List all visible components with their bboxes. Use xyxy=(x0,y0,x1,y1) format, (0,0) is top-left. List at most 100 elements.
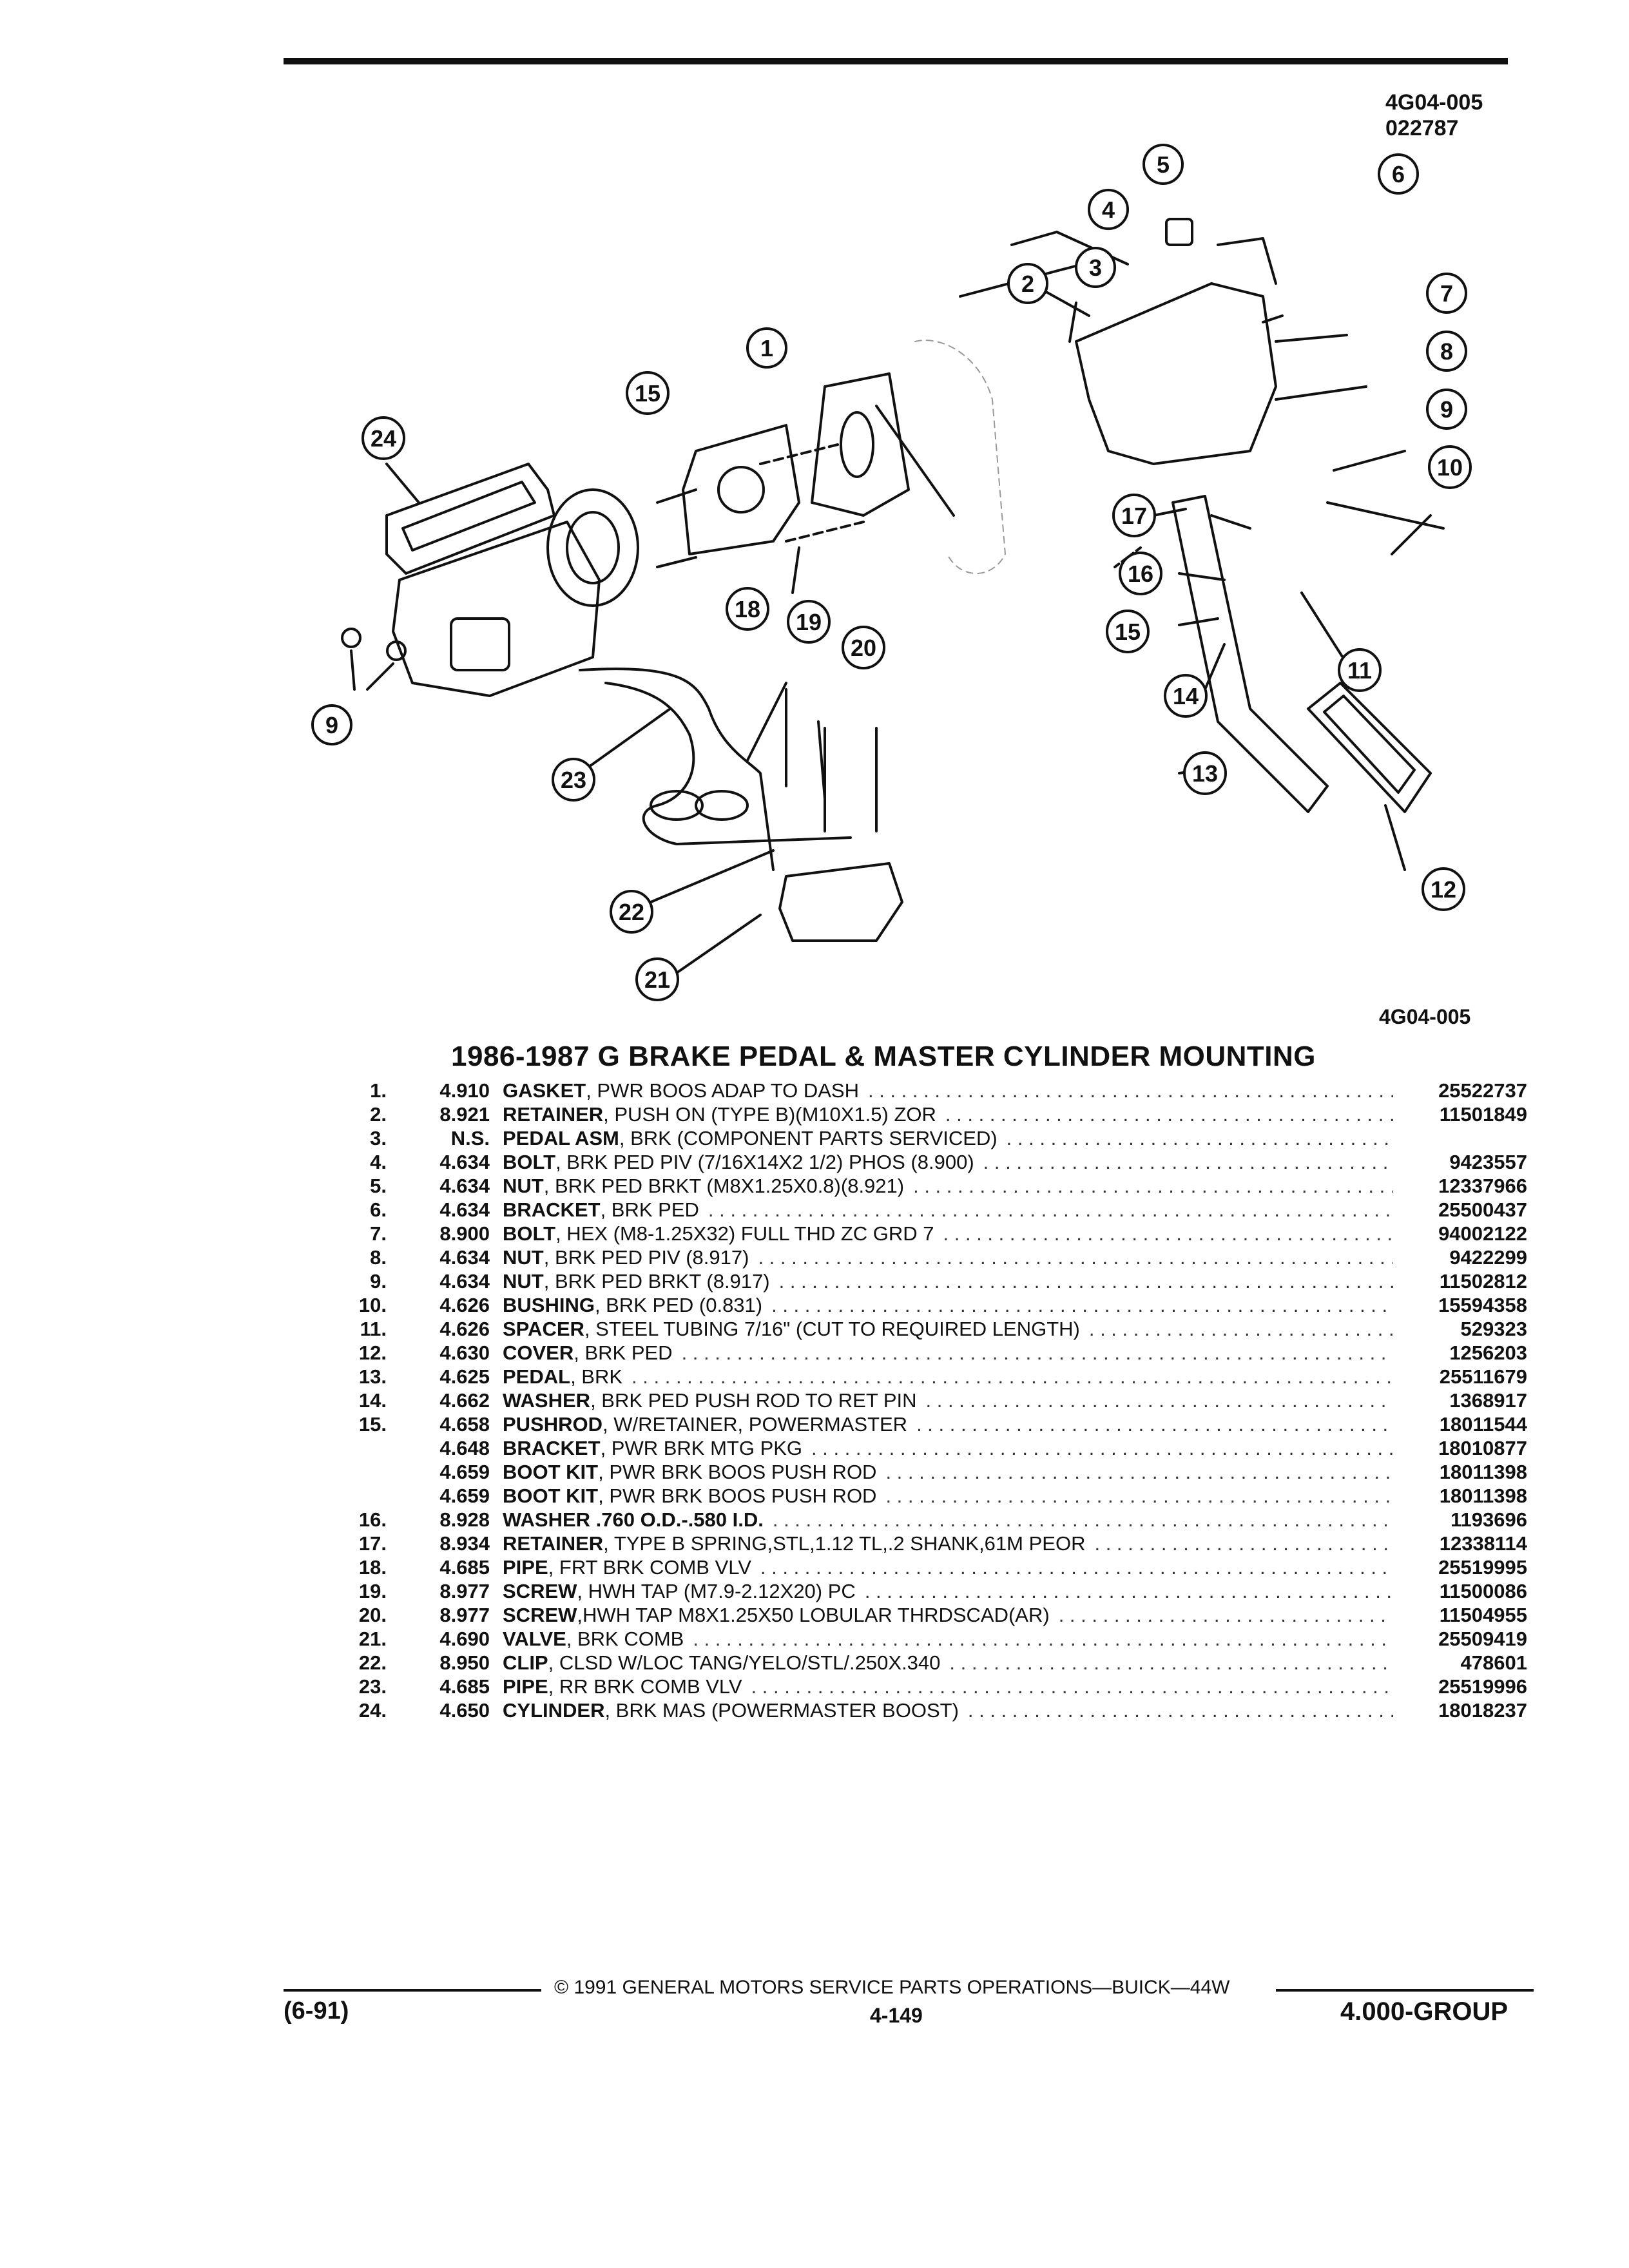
part-description: BUSHING, BRK PED (0.831) xyxy=(503,1294,1398,1317)
callout-label: 19 xyxy=(796,609,822,635)
part-number: 11501849 xyxy=(1439,1103,1527,1126)
item-number: 15. xyxy=(358,1413,387,1436)
part-name: BRACKET xyxy=(503,1437,601,1459)
dot-leader xyxy=(682,1341,1393,1365)
item-number: 17. xyxy=(358,1532,387,1555)
callout-19: 19 xyxy=(787,600,831,644)
callout-label: 14 xyxy=(1173,683,1199,709)
part-description: BRACKET, BRK PED xyxy=(503,1198,1398,1222)
part-detail: , RR BRK COMB VLV xyxy=(548,1675,742,1698)
callout-label: 16 xyxy=(1128,561,1153,587)
parts-row: 5. 4.634 NUT, BRK PED BRKT (M8X1.25X0.8)(8… xyxy=(348,1175,1527,1198)
dot-leader xyxy=(1007,1127,1393,1150)
dot-leader xyxy=(751,1675,1393,1698)
part-description: PEDAL, BRK xyxy=(503,1365,1398,1389)
part-number: 478601 xyxy=(1460,1651,1527,1674)
master-cylinder-body xyxy=(392,521,601,697)
callout-10: 10 xyxy=(1428,445,1472,489)
group-code: 4.659 xyxy=(439,1485,490,1507)
group-code: 4.634 xyxy=(439,1151,490,1173)
part-name: RETAINER xyxy=(503,1103,604,1126)
exploded-diagram: 1 2 3 4 5 6 7 8 9 10 11 12 13 14 15 16 1… xyxy=(311,144,1472,1001)
callout-17: 17 xyxy=(1112,494,1156,537)
rear-brake-pipe xyxy=(604,682,852,845)
part-description: CLIP, CLSD W/LOC TANG/YELO/STL/.250X.340 xyxy=(503,1651,1398,1675)
part-name: PEDAL ASM xyxy=(503,1127,619,1149)
part-detail: , BRK PED BRKT (M8X1.25X0.8)(8.921) xyxy=(543,1175,905,1197)
callout-11: 11 xyxy=(1338,648,1382,692)
callout-label: 3 xyxy=(1089,255,1102,281)
reservoir xyxy=(385,463,555,575)
part-description: WASHER .760 O.D.-.580 I.D. xyxy=(503,1508,1398,1532)
item-number: 5. xyxy=(370,1175,387,1197)
item-number: 18. xyxy=(358,1556,387,1579)
item-number: 6. xyxy=(370,1198,387,1221)
part-description: BOLT, BRK PED PIV (7/16X14X2 1/2) PHOS (… xyxy=(503,1151,1398,1174)
group-code: 4.626 xyxy=(439,1318,490,1340)
pedal-cover xyxy=(1307,682,1432,813)
dot-leader xyxy=(760,1556,1393,1579)
dot-leader xyxy=(1059,1604,1393,1627)
part-number: 1193696 xyxy=(1451,1508,1527,1531)
group-code: 4.625 xyxy=(439,1365,490,1388)
item-number: 11. xyxy=(360,1318,387,1340)
part-detail: , BRK MAS (POWERMASTER BOOST) xyxy=(604,1699,959,1722)
callout-20: 20 xyxy=(842,626,885,669)
callout-label: 20 xyxy=(851,635,876,661)
part-description: SCREW,HWH TAP M8X1.25X50 LOBULAR THRDSCA… xyxy=(503,1604,1398,1627)
dot-leader xyxy=(913,1175,1393,1198)
dot-leader xyxy=(865,1580,1393,1603)
dot-leader xyxy=(758,1246,1393,1269)
callout-label: 10 xyxy=(1437,454,1463,481)
callout-23: 23 xyxy=(552,758,595,802)
group-code: 4.659 xyxy=(439,1461,490,1483)
part-name: CYLINDER xyxy=(503,1699,605,1722)
callout-3: 3 xyxy=(1075,247,1116,288)
part-number: 18018237 xyxy=(1438,1699,1527,1722)
callout-14: 14 xyxy=(1164,674,1208,718)
item-number: 2. xyxy=(370,1103,387,1126)
revision-date: (6-91) xyxy=(284,1997,349,2024)
item-number: 19. xyxy=(358,1580,387,1602)
page-number: 4-149 xyxy=(870,2004,923,2027)
part-number: 25519996 xyxy=(1438,1675,1527,1698)
part-number: 25511679 xyxy=(1439,1365,1527,1388)
group-code: 8.928 xyxy=(439,1508,490,1531)
item-number: 8. xyxy=(370,1246,387,1269)
part-description: BOOT KIT, PWR BRK BOOS PUSH ROD xyxy=(503,1461,1398,1484)
part-description: GASKET, PWR BOOS ADAP TO DASH xyxy=(503,1079,1398,1102)
part-detail: , BRK PED PIV (8.917) xyxy=(543,1246,749,1269)
callout-label: 15 xyxy=(1115,619,1141,645)
group-code: 4.685 xyxy=(439,1556,490,1579)
part-name: NUT xyxy=(503,1175,544,1197)
part-number: 25500437 xyxy=(1438,1198,1527,1221)
part-name: WASHER .760 O.D.-.580 I.D. xyxy=(503,1508,764,1531)
dot-leader xyxy=(779,1270,1393,1293)
part-number: 12337966 xyxy=(1438,1175,1527,1197)
callout-label: 8 xyxy=(1440,338,1453,365)
dot-leader xyxy=(771,1294,1393,1317)
callout-1: 1 xyxy=(746,327,787,369)
callout-label: 6 xyxy=(1392,161,1405,187)
group-code: 4.634 xyxy=(439,1175,490,1197)
figure-code: 4G04-005 xyxy=(1385,90,1483,115)
callout-label: 1 xyxy=(760,335,773,361)
part-detail: , HWH TAP (M7.9-2.12X20) PC xyxy=(577,1580,856,1602)
group-code: 4.630 xyxy=(439,1341,490,1364)
group-code: 8.950 xyxy=(439,1651,490,1674)
part-description: NUT, BRK PED BRKT (M8X1.25X0.8)(8.921) xyxy=(503,1175,1398,1198)
part-detail: , BRK PED PIV (7/16X14X2 1/2) PHOS (8.90… xyxy=(555,1151,974,1173)
part-name: GASKET xyxy=(503,1079,586,1102)
group-code: 8.934 xyxy=(439,1532,490,1555)
part-description: PIPE, RR BRK COMB VLV xyxy=(503,1675,1398,1698)
group-code: 4.634 xyxy=(439,1198,490,1221)
part-description: SCREW, HWH TAP (M7.9-2.12X20) PC xyxy=(503,1580,1398,1603)
part-detail: , PWR BRK MTG PKG xyxy=(600,1437,803,1459)
callout-label: 4 xyxy=(1102,197,1115,223)
part-number: 94002122 xyxy=(1438,1222,1527,1245)
part-description: NUT, BRK PED PIV (8.917) xyxy=(503,1246,1398,1269)
